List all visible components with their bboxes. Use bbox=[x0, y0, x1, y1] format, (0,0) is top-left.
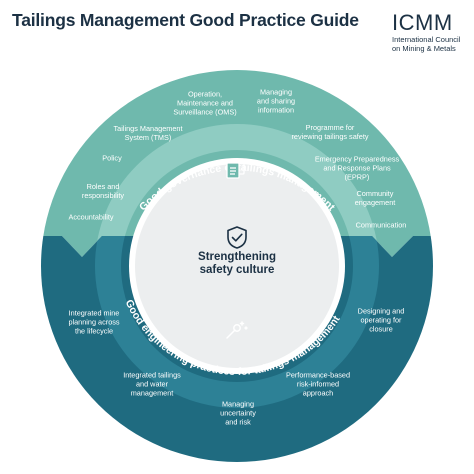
label-policy: Policy bbox=[102, 153, 122, 163]
label-programme-review: Programme for reviewing tailings safety bbox=[291, 123, 369, 141]
label-oms: Operation, Maintenance and Surveillance … bbox=[173, 89, 237, 117]
label-roles: Roles and responsibility bbox=[81, 182, 125, 200]
center-disc bbox=[135, 164, 339, 368]
label-accountability: Accountability bbox=[68, 212, 114, 222]
label-communication: Communication bbox=[355, 220, 407, 230]
label-tms: Tailings Management System (TMS) bbox=[113, 124, 183, 142]
page-title: Tailings Management Good Practice Guide bbox=[12, 10, 359, 30]
documents-icon bbox=[226, 158, 245, 179]
label-risk-informed: Performance-based risk-informed approach bbox=[285, 370, 351, 398]
label-tailings-water: Integrated tailings and water management bbox=[123, 370, 181, 398]
logo-subtitle: International Council on Mining & Metals bbox=[392, 35, 461, 53]
shield-check-icon bbox=[227, 226, 247, 249]
label-closure: Designing and operating for closure bbox=[357, 306, 405, 334]
label-mine-planning: Integrated mine planning across the life… bbox=[68, 308, 120, 336]
label-managing-information: Managing and sharing information bbox=[256, 87, 296, 115]
center-title: Strengthening safety culture bbox=[198, 251, 276, 276]
label-eprp: Emergency Preparedness and Response Plan… bbox=[314, 154, 400, 182]
wrench-sparkle-icon bbox=[226, 321, 248, 339]
logo-mark: ICMM bbox=[392, 10, 453, 35]
icmm-logo: ICMM International Council on Mining & M… bbox=[392, 10, 461, 54]
label-uncertainty: Managing uncertainty and risk bbox=[220, 399, 256, 427]
label-community-engagement: Community engagement bbox=[354, 189, 396, 207]
